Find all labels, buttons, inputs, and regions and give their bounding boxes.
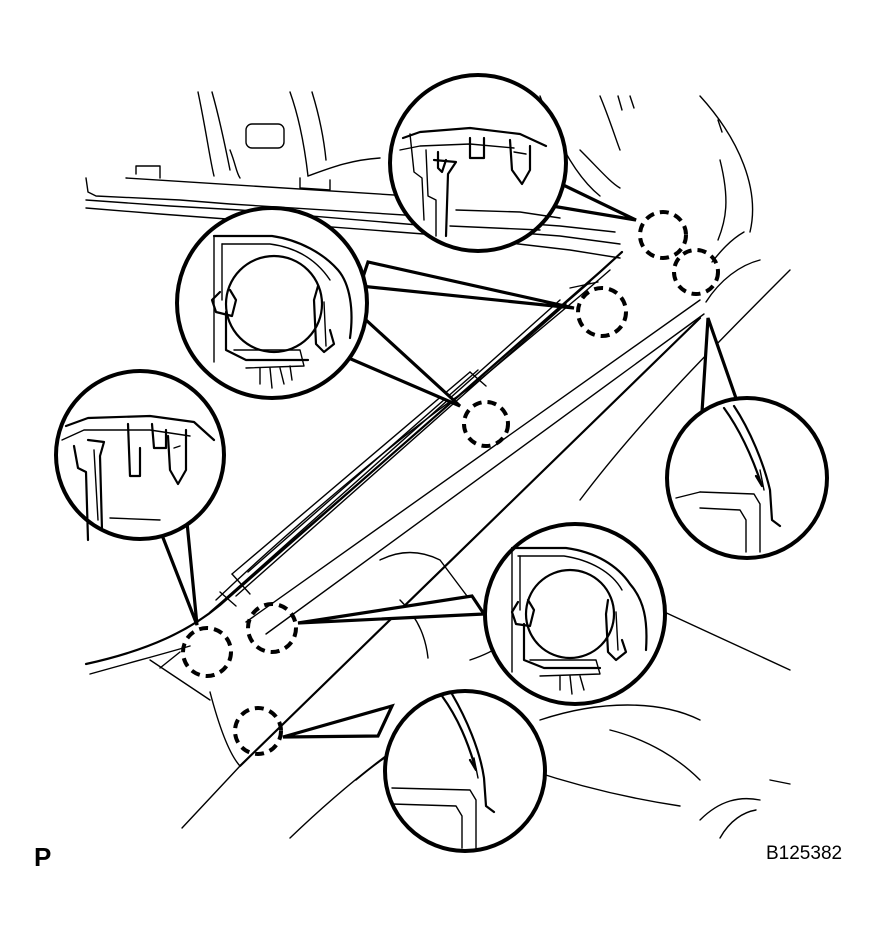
clip-marker-2 — [672, 248, 720, 296]
detail-callout-clip-top — [388, 73, 568, 253]
view-label: P — [34, 842, 52, 872]
callout-leaders — [158, 164, 741, 739]
clip-marker-6 — [246, 602, 298, 654]
clip-marker-4 — [462, 400, 510, 448]
detail-callout-round-clip-upper — [175, 206, 369, 400]
detail-callout-clip-right — [665, 396, 829, 560]
clip-marker-1 — [638, 210, 688, 260]
clip-marker-5 — [181, 626, 233, 678]
detail-callout-round-clip-lower — [483, 522, 667, 706]
vehicle-body-lines — [84, 91, 791, 839]
detail-callout-clip-bottom — [383, 689, 547, 853]
detail-callout-clip-left — [54, 369, 226, 542]
clip-marker-3 — [576, 286, 628, 338]
figure-id: B125382 — [766, 843, 843, 864]
clip-markers — [181, 210, 720, 756]
clip-marker-7 — [233, 706, 283, 756]
